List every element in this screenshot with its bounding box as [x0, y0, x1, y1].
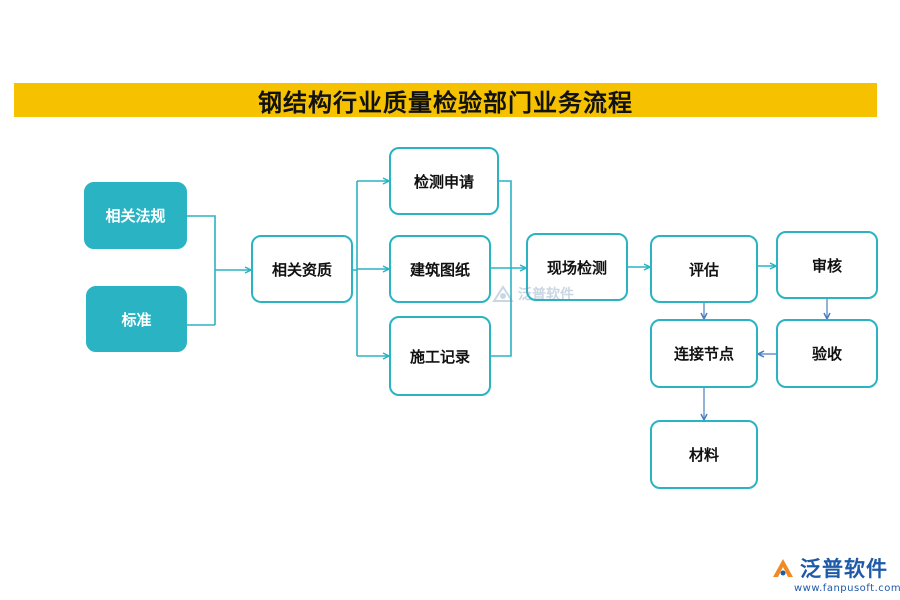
corner-watermark: 泛普软件 www.fanpusoft.com	[770, 553, 900, 594]
connector-regulations	[186, 215, 216, 325]
title-banner: 钢结构行业质量检验部门业务流程	[14, 83, 877, 117]
center-watermark-text: 泛普软件	[518, 287, 574, 303]
node-construction-records: 施工记录	[389, 316, 491, 396]
node-evaluation: 评估	[650, 235, 758, 303]
node-building-drawings: 建筑图纸	[389, 235, 491, 303]
center-watermark: 泛普软件	[492, 284, 574, 304]
node-materials: 材料	[650, 420, 758, 489]
node-inspection-application: 检测申请	[389, 147, 499, 215]
node-review: 审核	[776, 231, 878, 299]
node-regulations: 相关法规	[84, 182, 187, 249]
node-standards: 标准	[86, 286, 187, 352]
corner-watermark-url: www.fanpusoft.com	[794, 583, 900, 594]
node-connection-node: 连接节点	[650, 319, 758, 388]
node-onsite-inspection: 现场检测	[526, 233, 628, 301]
node-acceptance: 验收	[776, 319, 878, 388]
page-title: 钢结构行业质量检验部门业务流程	[258, 88, 633, 117]
node-qualifications: 相关资质	[251, 235, 353, 303]
fanpu-logo-icon	[492, 285, 514, 302]
fanpu-logo-icon	[773, 559, 793, 577]
corner-watermark-text: 泛普软件	[800, 557, 888, 581]
